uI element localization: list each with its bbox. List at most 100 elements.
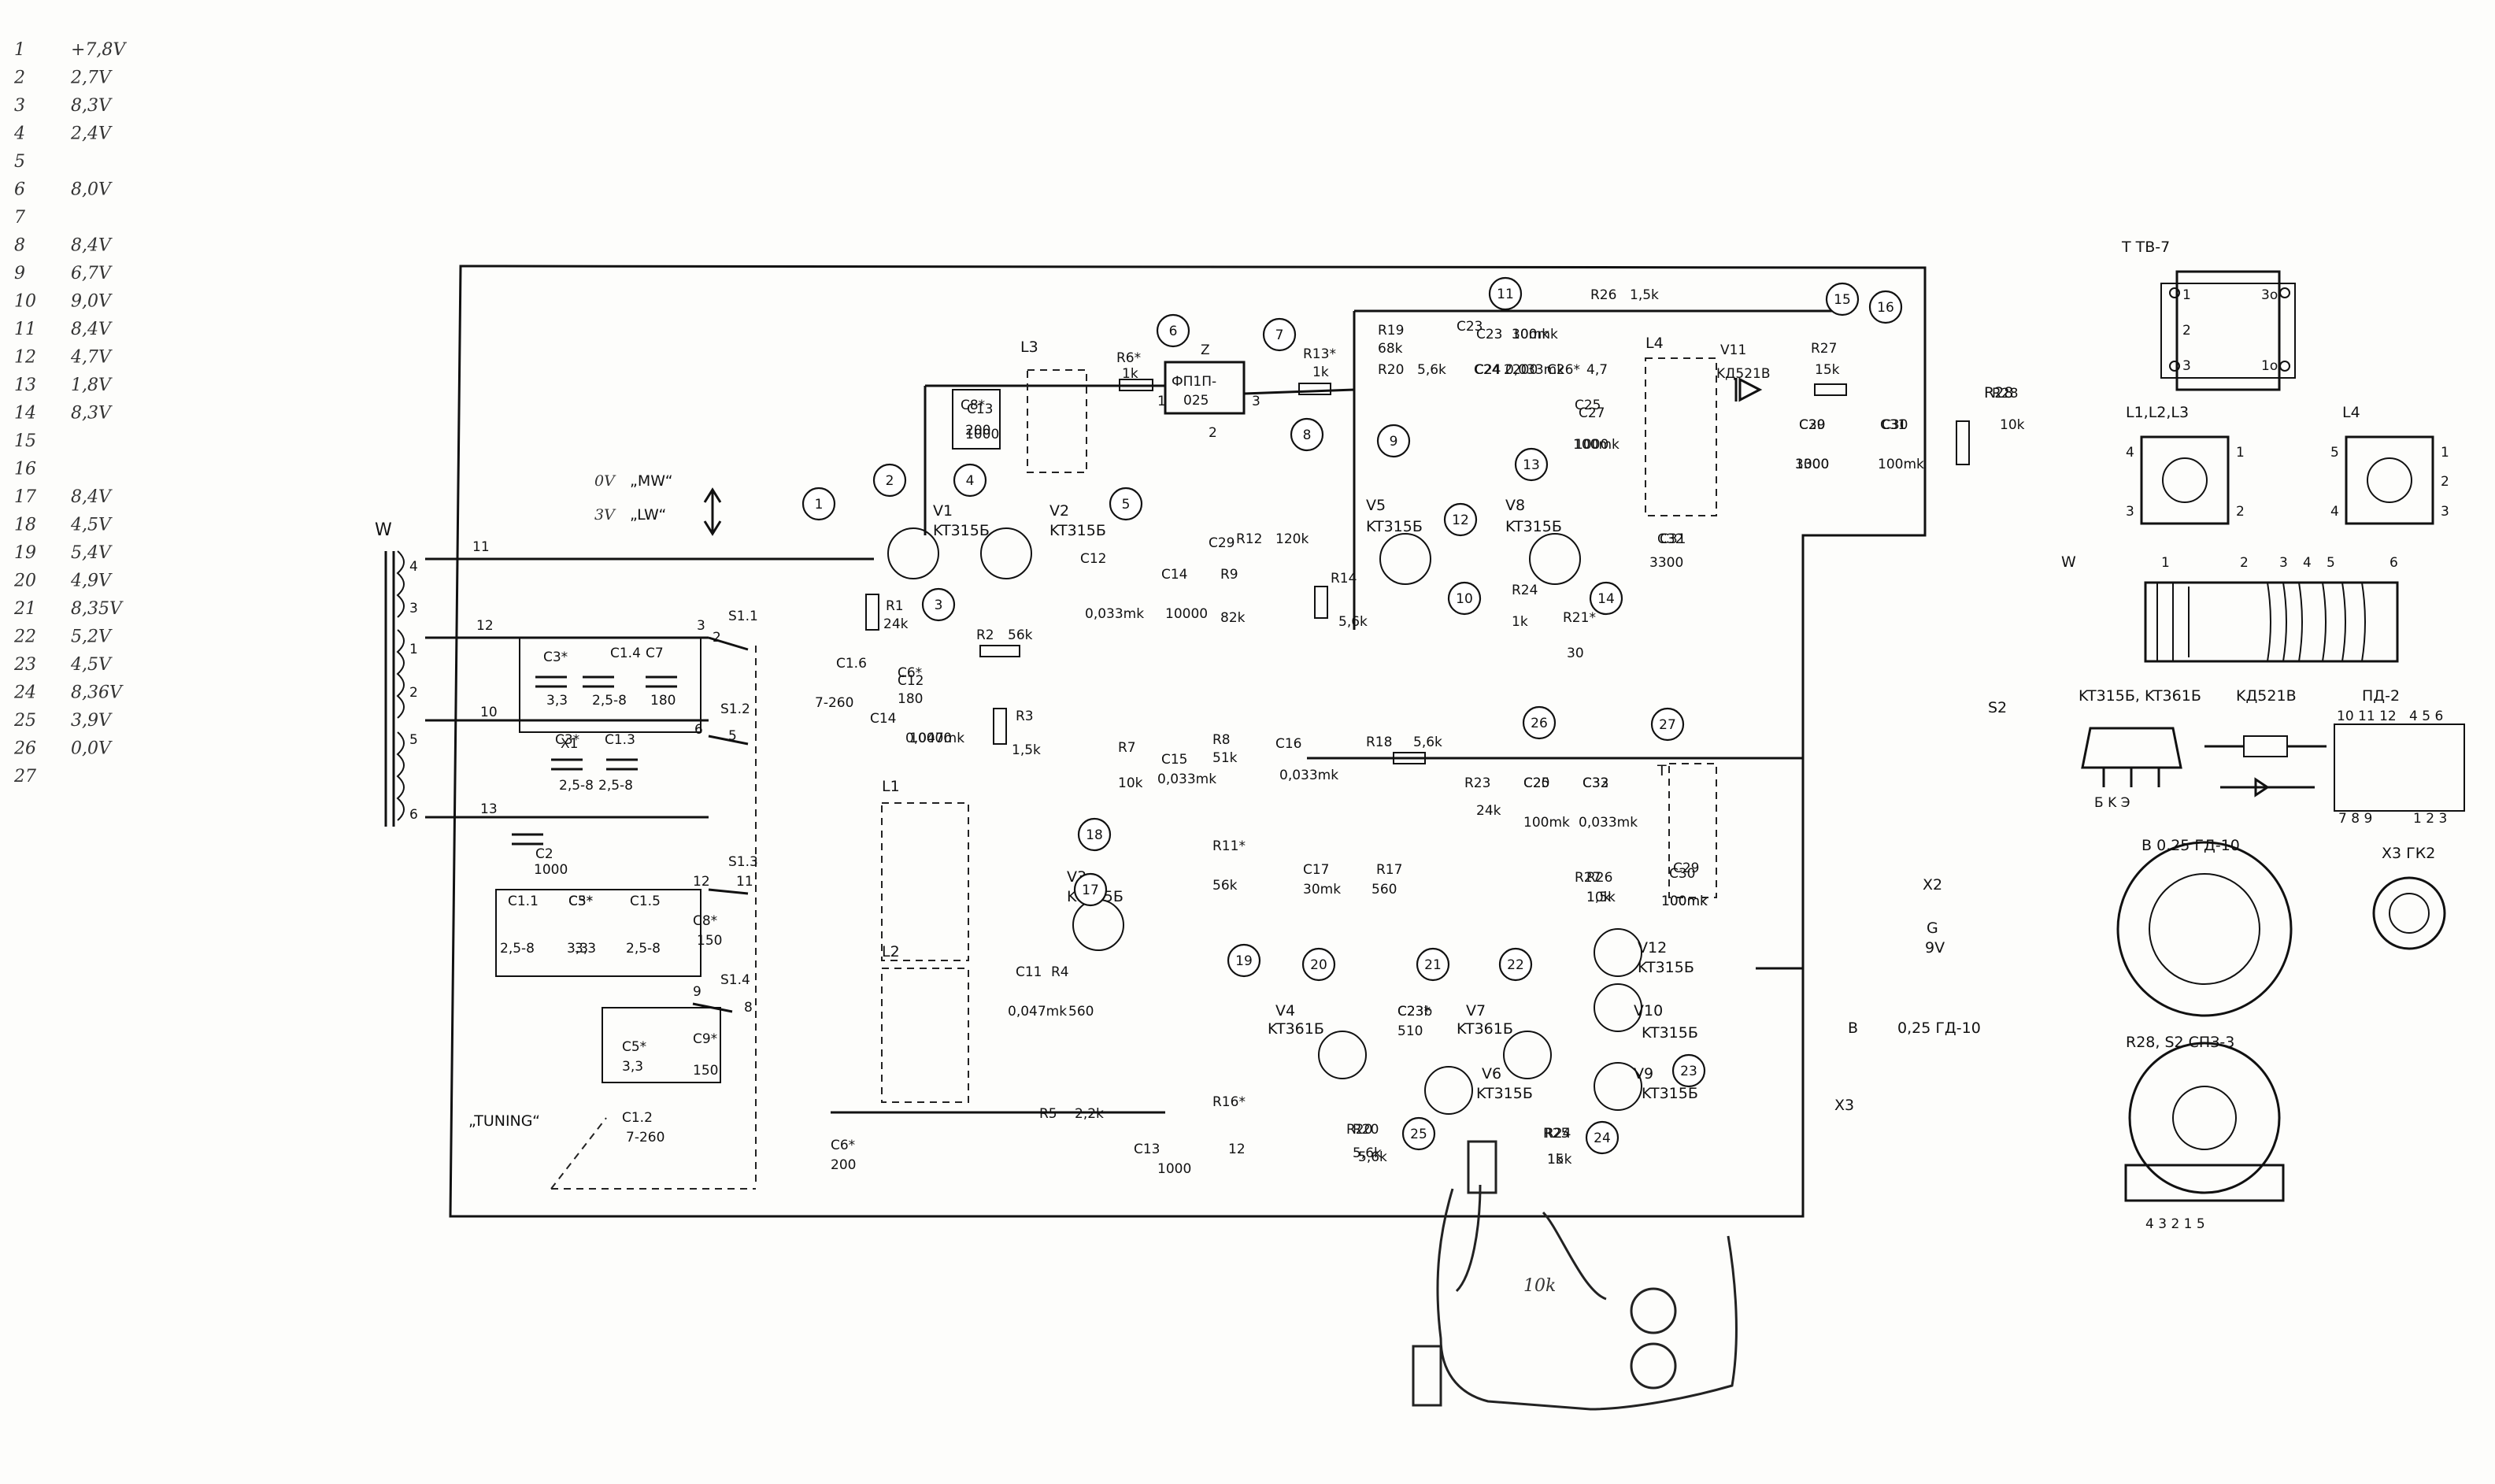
svg-text:V7: V7 bbox=[1466, 1002, 1486, 1020]
svg-text:C1.5: C1.5 bbox=[630, 894, 661, 909]
svg-text:L4: L4 bbox=[1645, 335, 1664, 352]
svg-text:1: 1 bbox=[2161, 555, 2170, 571]
svg-text:R5: R5 bbox=[1039, 1106, 1057, 1122]
test-point-number: 18 bbox=[1086, 827, 1103, 843]
voltage-value: 0,0V bbox=[71, 739, 113, 759]
svg-text:3: 3 bbox=[2279, 555, 2288, 571]
test-point-number: 21 bbox=[1424, 957, 1442, 973]
svg-text:R28: R28 bbox=[1984, 384, 2013, 402]
pinout-coils: L1,L2,L3 43 12 L4 54 123 bbox=[2126, 404, 2449, 525]
test-point-circle bbox=[1073, 872, 1108, 907]
test-point-circle bbox=[872, 463, 907, 498]
voltage-value: 5,4V bbox=[71, 543, 113, 563]
test-point-number: 22 bbox=[1507, 957, 1524, 973]
svg-text:R27: R27 bbox=[1811, 341, 1837, 357]
test-point-number: 3 bbox=[935, 598, 943, 613]
svg-text:3: 3 bbox=[2441, 504, 2449, 520]
svg-text:1 2 3: 1 2 3 bbox=[2413, 811, 2447, 827]
svg-text:R27: R27 bbox=[1575, 870, 1601, 886]
svg-text:S1.4: S1.4 bbox=[720, 972, 750, 988]
svg-text:30mk: 30mk bbox=[1512, 327, 1549, 342]
svg-text:2,5-8: 2,5-8 bbox=[592, 693, 627, 709]
voltage-value: 8,4V bbox=[71, 236, 113, 256]
voltage-value: 2,4V bbox=[70, 124, 113, 144]
svg-text:C12: C12 bbox=[898, 673, 924, 689]
voltage-index: 16 bbox=[14, 460, 36, 479]
svg-text:2: 2 bbox=[409, 685, 418, 701]
test-point-circle bbox=[1522, 705, 1557, 740]
svg-text:C32: C32 bbox=[1657, 531, 1684, 547]
voltage-index: 3 bbox=[14, 96, 25, 116]
test-point-number: 27 bbox=[1659, 717, 1676, 733]
svg-text:C14: C14 bbox=[1161, 567, 1188, 583]
svg-text:560: 560 bbox=[1068, 1004, 1094, 1020]
svg-text:V10: V10 bbox=[1634, 1002, 1663, 1020]
svg-text:C24: C24 bbox=[1474, 362, 1501, 378]
svg-text:180: 180 bbox=[650, 693, 676, 709]
svg-text:C31: C31 bbox=[1660, 531, 1686, 547]
svg-text:Z: Z bbox=[1201, 342, 1210, 358]
svg-text:C7: C7 bbox=[646, 646, 664, 661]
svg-text:C1.3: C1.3 bbox=[605, 732, 635, 748]
test-point-circle bbox=[801, 487, 836, 521]
svg-text:S2: S2 bbox=[1988, 699, 2007, 716]
test-point-number: 4 bbox=[966, 473, 975, 489]
test-point-number: 25 bbox=[1410, 1127, 1427, 1142]
svg-text:7-260: 7-260 bbox=[626, 1130, 664, 1145]
test-point-number: 12 bbox=[1452, 513, 1469, 528]
svg-text:10k: 10k bbox=[1118, 775, 1143, 791]
svg-text:4 5 6: 4 5 6 bbox=[2409, 709, 2443, 724]
svg-text:C23b: C23b bbox=[1397, 1004, 1432, 1020]
svg-text:C24: C24 bbox=[1475, 362, 1501, 378]
voltage-index: 9 bbox=[14, 264, 25, 283]
svg-text:0,033mk: 0,033mk bbox=[1505, 362, 1564, 378]
svg-text:150: 150 bbox=[693, 1063, 718, 1079]
svg-text:R28: R28 bbox=[1992, 386, 2018, 402]
svg-text:2: 2 bbox=[713, 630, 721, 646]
svg-text:3,3: 3,3 bbox=[622, 1059, 643, 1075]
svg-text:C29: C29 bbox=[1673, 860, 1700, 876]
svg-text:10: 10 bbox=[480, 705, 498, 720]
svg-text:R19: R19 bbox=[1378, 323, 1404, 339]
voltage-index: 8 bbox=[14, 236, 25, 256]
svg-text:5: 5 bbox=[2327, 555, 2335, 571]
test-point-circle bbox=[1262, 317, 1297, 352]
svg-text:V1: V1 bbox=[933, 502, 953, 520]
svg-text:C13: C13 bbox=[1134, 1142, 1161, 1157]
svg-text:5: 5 bbox=[2330, 445, 2339, 461]
voltage-index: 26 bbox=[13, 739, 36, 759]
svg-text:3: 3 bbox=[2126, 504, 2134, 520]
test-point-number: 24 bbox=[1594, 1131, 1611, 1146]
voltage-index: 5 bbox=[14, 152, 25, 172]
svg-text:C12: C12 bbox=[1080, 551, 1107, 567]
test-point-circle bbox=[1868, 290, 1903, 324]
test-point-circle bbox=[1443, 502, 1478, 537]
test-point-number: 2 bbox=[886, 473, 894, 489]
svg-text:„TUNING“: „TUNING“ bbox=[468, 1112, 540, 1130]
test-point-number: 1 bbox=[815, 497, 824, 513]
svg-text:2: 2 bbox=[2236, 504, 2245, 520]
svg-text:C27: C27 bbox=[1579, 405, 1605, 421]
svg-text:5,6k: 5,6k bbox=[1417, 362, 1446, 378]
voltage-value: 1,8V bbox=[71, 376, 113, 395]
svg-text:KT315Б: KT315Б bbox=[1505, 518, 1562, 535]
svg-text:C1.4: C1.4 bbox=[610, 646, 641, 661]
svg-text:3,3: 3,3 bbox=[575, 941, 596, 957]
svg-text:KT315Б: KT315Б bbox=[1049, 522, 1106, 539]
svg-text:L3: L3 bbox=[1020, 339, 1038, 356]
test-point-circle bbox=[1825, 282, 1860, 316]
svg-text:R16*: R16* bbox=[1212, 1094, 1246, 1110]
svg-text:R12: R12 bbox=[1236, 531, 1262, 547]
svg-text:1: 1 bbox=[409, 642, 418, 657]
test-point-circle bbox=[1227, 943, 1261, 978]
svg-text:510: 510 bbox=[1397, 1023, 1423, 1039]
test-point-circle bbox=[1109, 487, 1143, 521]
svg-text:0,033mk: 0,033mk bbox=[1279, 768, 1338, 783]
if-amplifier: R13* 1k R19 68k R20 5,6k C24 C24 0,033mk… bbox=[1080, 287, 1834, 661]
svg-text:KT315Б: KT315Б bbox=[1642, 1085, 1698, 1102]
svg-text:R4: R4 bbox=[1051, 964, 1069, 980]
svg-text:R26: R26 bbox=[1590, 287, 1616, 303]
voltage-value: 4,5V bbox=[70, 516, 113, 535]
svg-text:R26: R26 bbox=[1586, 870, 1612, 886]
test-point-number: 17 bbox=[1082, 883, 1099, 898]
